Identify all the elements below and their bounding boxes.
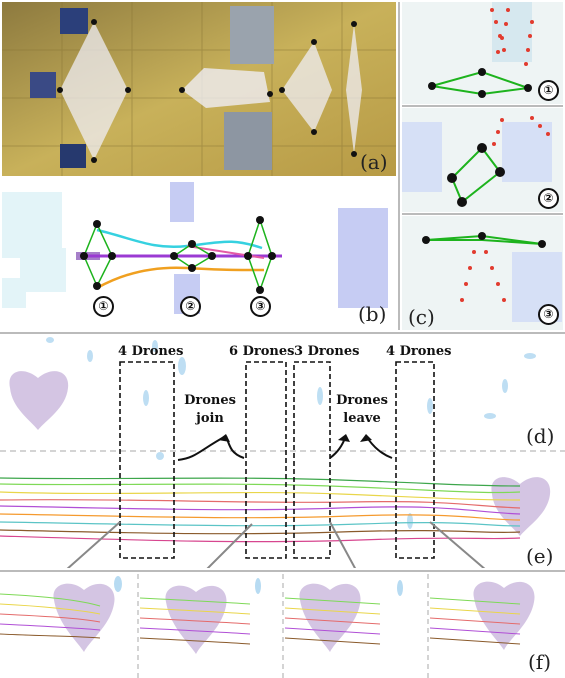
panel-a-photo: (a): [2, 2, 396, 176]
panel-b-map: ① ② ③ (b): [2, 178, 396, 328]
join-line-1: Drones: [184, 393, 236, 408]
drones-leave-label: Drones leave: [334, 392, 390, 428]
obstacle-box: [230, 6, 274, 64]
obstacle-box: [30, 72, 56, 98]
panel-label-d: (d): [526, 424, 555, 448]
count-label-4: 4 Drones: [386, 344, 452, 359]
section-separator-f: [0, 570, 565, 572]
group-box-3: [293, 361, 331, 559]
start-heart-formation: [9, 371, 69, 430]
leave-line-2: leave: [343, 411, 381, 426]
count-label-3: 3 Drones: [294, 344, 360, 359]
obstacle-box: [60, 144, 86, 168]
panel-de-trajectory: 4 Drones 6 Drones 3 Drones 4 Drones Dron…: [0, 336, 565, 568]
indoor-photo: [2, 2, 396, 176]
group-box-4: [395, 361, 435, 559]
marker-b-2: ②: [180, 296, 201, 317]
marker-c-3: ③: [538, 304, 559, 325]
obstacle: [170, 182, 194, 222]
marker-b-1: ①: [93, 296, 114, 317]
marker-b-3: ③: [250, 296, 271, 317]
panel-c-snapshots: ① ② ③ (c): [402, 2, 563, 330]
count-label-1: 4 Drones: [118, 344, 184, 359]
snapshots-c: [402, 2, 563, 330]
obstacle-box: [60, 8, 88, 34]
obstacle-box: [224, 112, 272, 170]
group-box-1: [119, 361, 175, 559]
group-box-2: [245, 361, 287, 559]
trajectory-plot: [0, 337, 565, 568]
column-separator: [398, 2, 400, 330]
panel-label-c: (c): [408, 305, 435, 329]
count-label-2: 6 Drones: [229, 344, 295, 359]
panel-label-a: (a): [360, 150, 388, 174]
drones-join-label: Drones join: [182, 392, 238, 428]
join-line-2: join: [196, 411, 224, 426]
marker-c-1: ①: [538, 80, 559, 101]
panel-label-f: (f): [528, 650, 552, 674]
leave-line-1: Drones: [336, 393, 388, 408]
marker-c-2: ②: [538, 188, 559, 209]
panel-label-b: (b): [358, 302, 387, 326]
snapshots-f: [0, 574, 535, 678]
obstacle: [338, 208, 388, 308]
panel-label-e: (e): [526, 544, 554, 568]
panel-f-snapshots: (f): [0, 574, 565, 678]
section-separator: [0, 332, 565, 334]
